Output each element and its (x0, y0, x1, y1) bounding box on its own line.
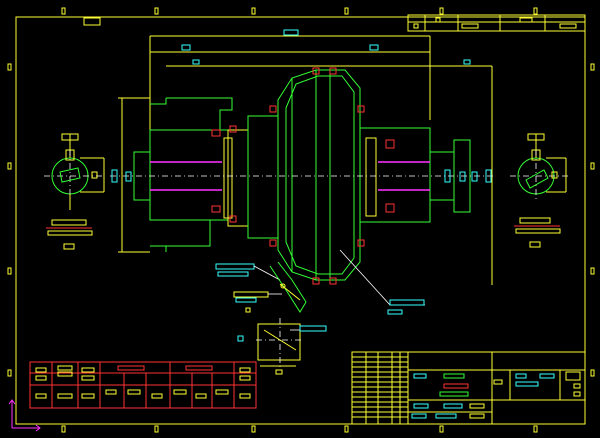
parts-list (352, 352, 408, 424)
detail-view[interactable] (233, 261, 327, 375)
revision-table[interactable] (29, 361, 257, 409)
title-block[interactable] (351, 351, 586, 425)
right-end-view[interactable] (510, 133, 568, 248)
front-section-view[interactable] (110, 29, 495, 315)
sheet-border (7, 7, 595, 433)
left-end-view[interactable] (44, 133, 105, 250)
axis-icon (8, 399, 41, 432)
bolt-group (211, 67, 395, 285)
